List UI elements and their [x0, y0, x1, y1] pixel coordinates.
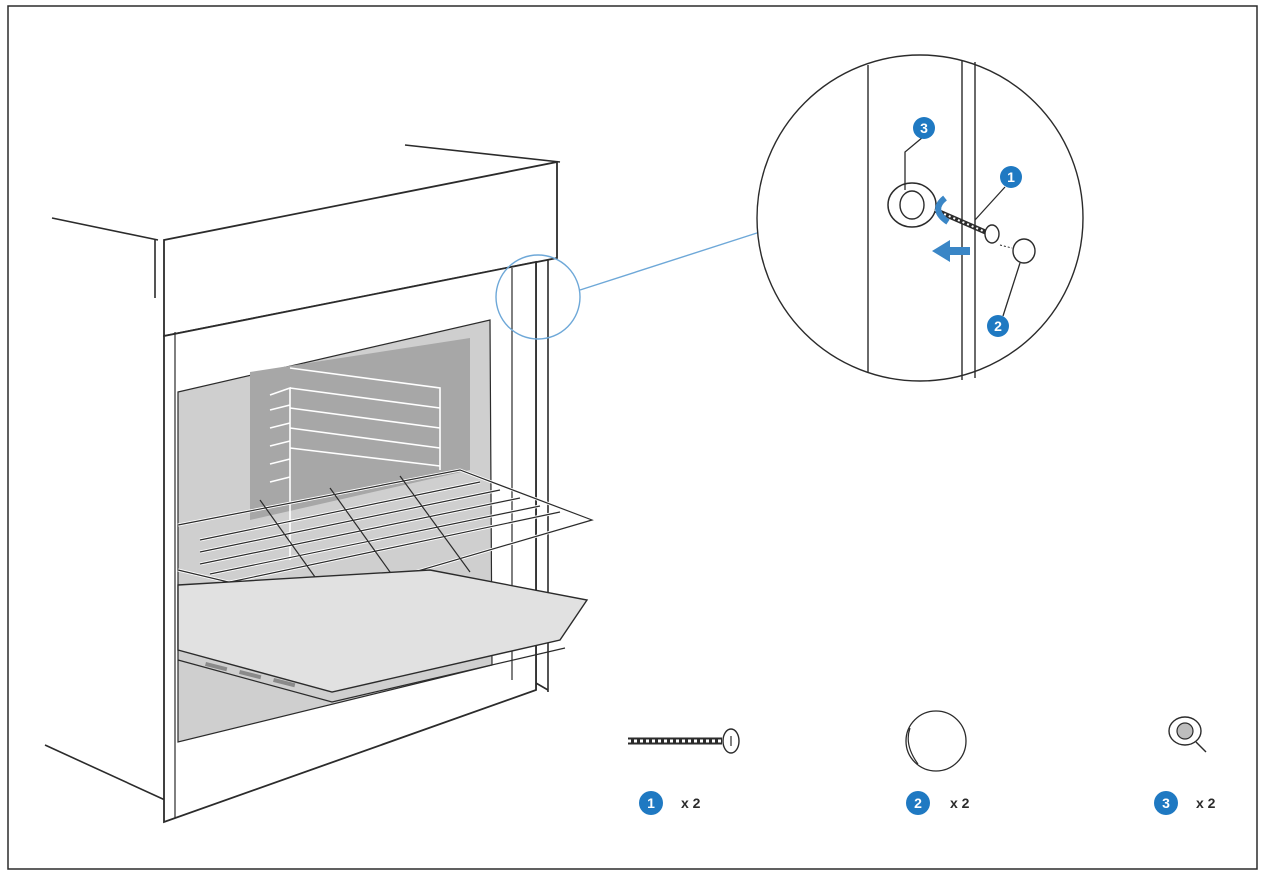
parts-number-3: 3 — [1162, 795, 1170, 811]
detail-magnifier — [756, 54, 1084, 382]
callout-badge-3: 3 — [913, 117, 935, 139]
parts-number-1: 1 — [647, 795, 655, 811]
callout-badge-2: 2 — [987, 315, 1009, 337]
cover-cap-detail — [1012, 238, 1036, 264]
oven-appliance — [163, 160, 597, 824]
parts-badge-3 — [1154, 791, 1178, 815]
parts-quantity-2: x 2 — [950, 795, 970, 811]
callout-number-2: 2 — [994, 318, 1002, 334]
callout-number-1: 1 — [1007, 169, 1015, 185]
diagram-frame — [7, 5, 1258, 870]
push-arrow — [932, 240, 970, 262]
oven-control-panel — [163, 160, 558, 338]
parts-quantity-1: x 2 — [681, 795, 701, 811]
shelf-rails-right — [289, 367, 441, 470]
parts-quantity-3: x 2 — [1196, 795, 1216, 811]
screw-icon — [628, 728, 740, 754]
parts-list: 1 x 2 2 x 2 3 x 2 — [628, 710, 1216, 815]
baking-tray — [177, 569, 589, 693]
parts-item-3: 3 x 2 — [1154, 791, 1216, 815]
screw-detail — [934, 207, 1000, 244]
parts-item-1: 1 x 2 — [639, 791, 701, 815]
cap-icon — [905, 710, 967, 772]
parts-item-2: 2 x 2 — [906, 791, 970, 815]
callout-number-3: 3 — [920, 120, 928, 136]
plug-icon — [1168, 716, 1207, 753]
callout-badge-1: 1 — [1000, 166, 1022, 188]
rotate-arrow — [935, 195, 950, 225]
parts-badge-1 — [639, 791, 663, 815]
tray-vents — [205, 662, 296, 688]
parts-number-2: 2 — [914, 795, 922, 811]
detail-leader-line — [579, 231, 761, 291]
parts-badge-2 — [906, 791, 930, 815]
oven-back-wall — [250, 338, 470, 520]
detail-marker-circle — [495, 254, 581, 340]
